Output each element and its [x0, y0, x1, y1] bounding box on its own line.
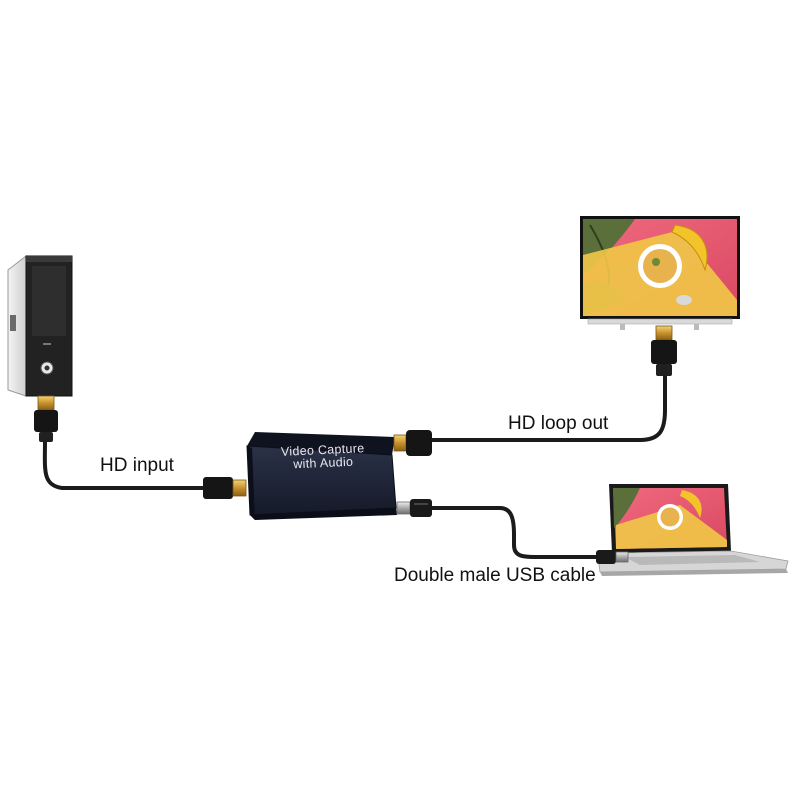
hd-loop-cable: [428, 373, 667, 442]
tv-monitor-icon: [580, 216, 740, 330]
hd-input-cable: [42, 438, 207, 490]
hdmi-plug-icon: [34, 395, 58, 442]
hd-loop-out-label: HD loop out: [508, 413, 609, 434]
usb-plug-icon: [396, 499, 432, 517]
usb-cable-label: Double male USB cable: [394, 565, 596, 586]
pc-tower-icon: [7, 254, 73, 397]
capture-device: [246, 432, 397, 520]
hdmi-plug-icon: [203, 477, 247, 499]
hd-input-label: HD input: [100, 455, 174, 476]
usb-cable: [428, 506, 600, 559]
hdmi-plug-icon: [393, 430, 432, 456]
laptop-icon: [597, 484, 789, 576]
hdmi-plug-icon: [651, 325, 677, 376]
usb-plug-icon: [596, 550, 629, 564]
